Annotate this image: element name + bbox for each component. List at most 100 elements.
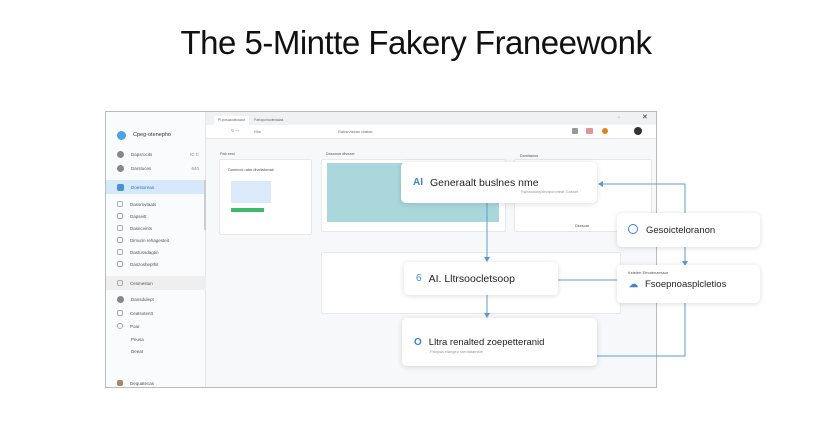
card-footer: Dkesoar (575, 224, 590, 228)
step-subtitle: Panpsa elangeo stedtatatnste (430, 349, 483, 354)
address-input[interactable]: Nxs (254, 129, 261, 134)
label: Doestoreas (131, 184, 155, 190)
refresh-icon: 6 (416, 273, 422, 284)
sidebar-item[interactable]: Dapseitt (106, 210, 206, 222)
user-icon (117, 164, 124, 172)
sidebar-scrollbar[interactable] (204, 180, 206, 230)
avatar[interactable] (634, 127, 642, 135)
sidebar-item[interactable]: Dastussdagtin (106, 246, 206, 258)
info-icon (628, 224, 638, 234)
sidebar-item[interactable]: Deeat (106, 345, 206, 357)
label: Peusa (131, 336, 144, 342)
circle-icon: O (414, 336, 422, 348)
flag-icon (117, 280, 123, 286)
sun-icon (117, 323, 123, 329)
gear-icon (117, 295, 124, 303)
step-title: Gesoicteloranon (646, 224, 716, 236)
step-card-generate[interactable]: AI Generaalt buslnes nme Rahasaotoplectp… (401, 162, 597, 203)
sidebar-item[interactable]: Ceatsotentt (106, 307, 206, 319)
search-input[interactable]: Rabsrvtscan dratak (338, 129, 373, 134)
card-label: Domitaiors (520, 154, 539, 158)
sidebar-item[interactable]: Dasecvints (106, 222, 206, 234)
step-card-result[interactable]: O Lltra renalted zoepetteranid Panpsa el… (402, 318, 597, 366)
green-button[interactable] (231, 208, 264, 212)
count: 640 (191, 165, 199, 171)
arrow-head (484, 257, 490, 262)
extension-icon[interactable] (572, 128, 578, 134)
sidebar-item[interactable]: Dansdulept (106, 293, 206, 305)
app-header: Cpeg-otenepho (106, 129, 206, 141)
label: Dapseitt (130, 213, 147, 219)
step-title: AI. Lltrsoocletsoop (428, 272, 515, 285)
doc-icon (117, 261, 123, 267)
step-card-process[interactable]: Kstelen Efnotenaessor ☁ Fsoepnoasplcleti… (617, 265, 760, 303)
sidebar-item[interactable]: Poar (106, 320, 206, 332)
sidebar-item[interactable]: Peusa (106, 333, 206, 345)
card-label: Pab eesi (220, 152, 235, 156)
sidebar-item[interactable]: Dimurin rehagesteit (106, 234, 206, 246)
step-subtitle: Rahasaotoplectpunoteat Gasset (521, 189, 579, 194)
browser-tab[interactable]: Parlopcnooteradas (254, 118, 284, 122)
cloud-icon: ☁ (629, 278, 638, 289)
close-icon[interactable]: ✕ (642, 114, 648, 121)
sidebar-item[interactable]: Dequatecas (106, 377, 206, 389)
restore-icon[interactable]: ▫ (618, 115, 620, 121)
label: Dequatecas (130, 380, 155, 386)
label: Dasecvints (130, 225, 153, 231)
label: Dassrovtaats (130, 201, 157, 207)
label: Cesmestun (130, 280, 153, 286)
ai-icon: AI (413, 177, 423, 188)
step-card-ai[interactable]: 6 AI. Lltrsoocletsoop (404, 262, 558, 295)
profile-icon[interactable] (602, 128, 608, 134)
label: Daszoshepthit (130, 261, 159, 267)
sidebar-item[interactable]: Daszoshepthit (106, 258, 206, 270)
back-icon[interactable]: ↻ ‹ › (231, 128, 240, 133)
book-icon (117, 380, 123, 386)
arrow-head (682, 261, 688, 266)
sidebar-item[interactable]: Dassrovtaats (106, 198, 206, 210)
doc-icon (117, 213, 123, 219)
step-card-info[interactable]: Gesoicteloranon (617, 213, 760, 247)
arrow-head (484, 313, 490, 318)
sidebar-item[interactable]: Cesmestun (106, 276, 206, 290)
connector-e-c (597, 303, 686, 357)
card-title: Dureinod ratar dhatlaitenak (228, 168, 274, 172)
doc-icon (117, 237, 123, 243)
label: Dansdulept (131, 296, 154, 302)
app-logo-icon (117, 130, 126, 140)
count: IC:C (190, 151, 199, 157)
sidebar-item-selected[interactable]: Doestoreas (106, 180, 206, 194)
preview-image (231, 181, 271, 203)
label: Ceatsotentt (130, 310, 154, 316)
step-title: Generaalt buslnes nme (430, 176, 539, 189)
label: Darstuces (131, 165, 152, 171)
doc-icon (117, 249, 123, 255)
step-label: Kstelen Efnotenaessor (628, 270, 669, 275)
sidebar-item[interactable]: Darstuces 640 (106, 162, 206, 174)
step-title: Lltra renalted zoepetteranid (428, 336, 545, 348)
card-label: Dosonue dtvezer (326, 152, 355, 156)
doc-icon (117, 201, 123, 207)
sidebar-item[interactable]: Dapsrocits IC:C (106, 148, 206, 160)
arrow-head (598, 181, 603, 187)
sidebar: Cpeg-otenepho Dapsrocits IC:C Darstuces 64… (106, 112, 206, 387)
tab-bar: Pl.posuzoatosaot Parlopcnooteradas ▫ ✕ (206, 112, 656, 125)
flag-icon[interactable] (586, 128, 593, 134)
app-window: Cpeg-otenepho Dapsrocits IC:C Darstuces 64… (105, 111, 657, 388)
doc-icon (117, 310, 123, 316)
user-icon (117, 150, 124, 158)
label: Dastussdagtin (130, 249, 159, 255)
label: Dapsrocits (131, 151, 153, 157)
page-title: The 5-Mintte Fakery Franeewonk (180, 24, 652, 61)
browser-tab[interactable]: Pl.posuzoatosaot (214, 116, 249, 125)
connector-d-a (602, 183, 686, 213)
label: Poar (130, 323, 140, 329)
step-title: Fsoepnoasplcletios (645, 278, 727, 290)
label: Deeat (131, 348, 144, 354)
app-name: Cpeg-otenepho (133, 132, 171, 138)
label: Dimurin rehagesteit (130, 237, 170, 243)
preview-card[interactable]: Dureinod ratar dhatlaitenak (219, 159, 312, 235)
doc-icon (117, 225, 123, 231)
address-bar: ↻ ‹ › Nxs Rabsrvtscan dratak (206, 125, 656, 139)
